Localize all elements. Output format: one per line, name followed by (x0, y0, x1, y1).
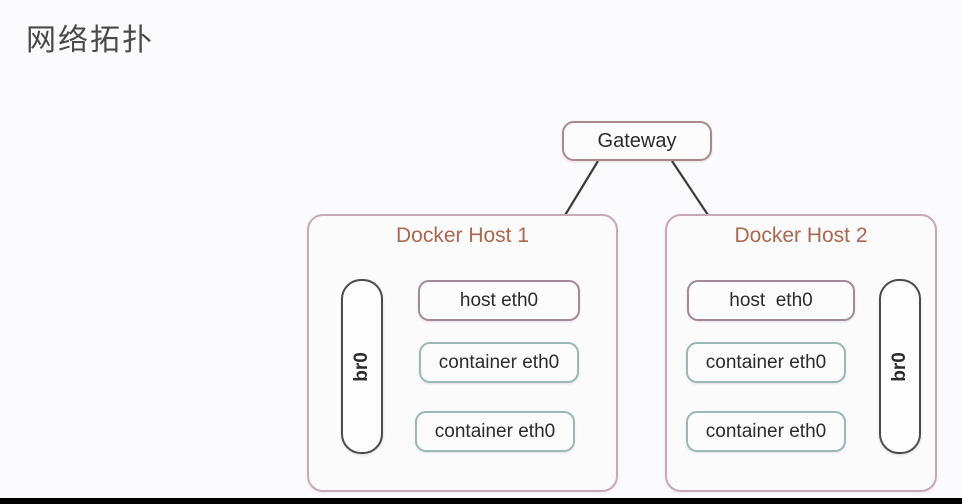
node-host1-container-eth0-2[interactable]: container eth0 (415, 411, 575, 452)
node-host2-host-eth0[interactable]: host eth0 (687, 280, 855, 321)
bridge-br0-host1[interactable]: br0 (341, 279, 383, 454)
node-gateway[interactable]: Gateway (562, 121, 712, 161)
bridge-br0-host1-label: br0 (351, 351, 372, 382)
node-host1-host-eth0[interactable]: host eth0 (418, 280, 580, 321)
bridge-br0-host2-label: br0 (889, 351, 910, 382)
docker-host-1-title: Docker Host 1 (395, 224, 530, 247)
letterbox-bar (0, 498, 962, 504)
page-title: 网络拓扑 (26, 23, 154, 58)
node-host2-container-eth0-1[interactable]: container eth0 (686, 342, 846, 383)
node-host1-container-eth0-1[interactable]: container eth0 (419, 342, 579, 383)
docker-host-2-title: Docker Host 2 (734, 224, 868, 247)
node-host2-container-eth0-2[interactable]: container eth0 (686, 411, 846, 452)
bridge-br0-host2[interactable]: br0 (879, 279, 921, 454)
